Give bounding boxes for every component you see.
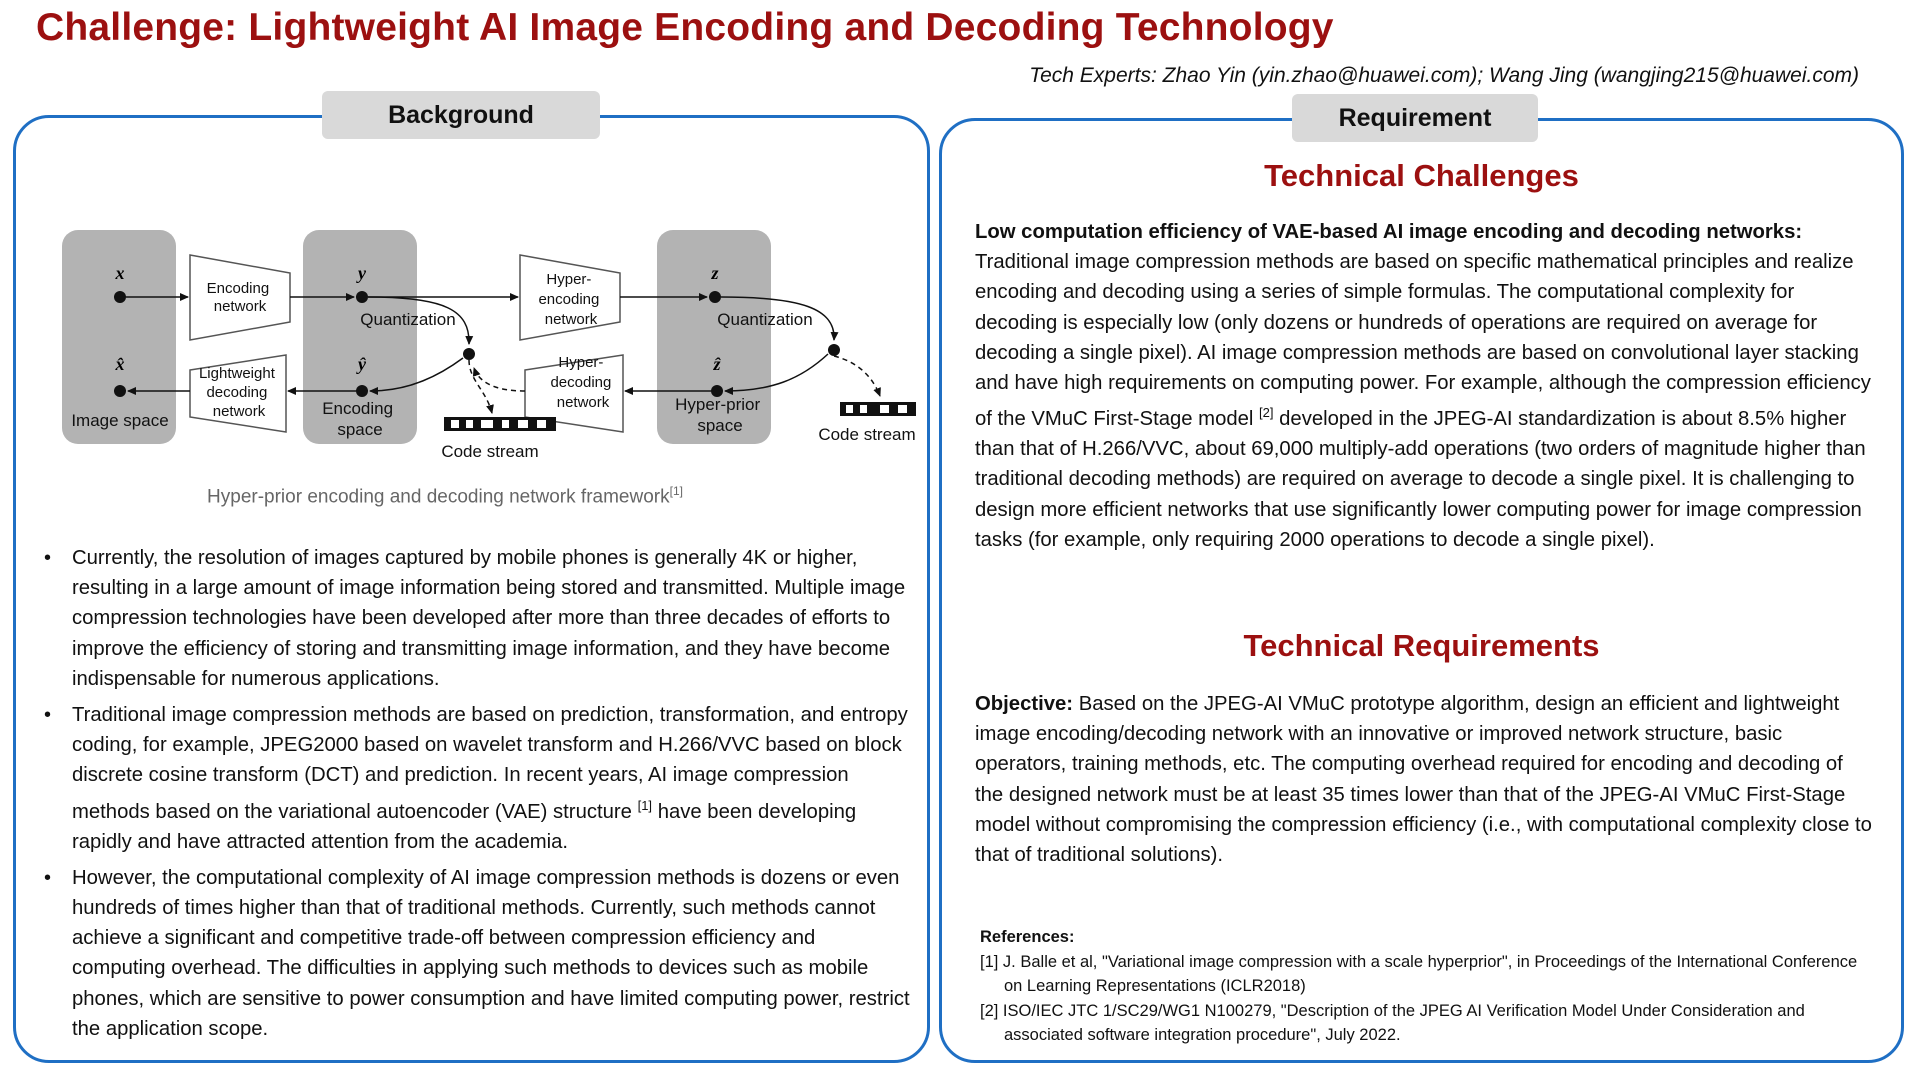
references: References: [1] J. Balle et al, "Variati… <box>980 925 1880 1048</box>
lightweight-decoding-network-shape <box>189 354 287 433</box>
dot-z-hat <box>711 385 723 397</box>
hyper-prior-space-label: Hyper-prior space <box>675 395 765 435</box>
background-bullets: Currently, the resolution of images capt… <box>42 543 912 1050</box>
quantization-label-1: Quantization <box>360 310 455 329</box>
page-title: Challenge: Lightweight AI Image Encoding… <box>36 6 1334 49</box>
caption-text: Hyper-prior encoding and decoding networ… <box>207 486 670 508</box>
dot-x-hat <box>114 385 126 397</box>
code-stream-bar-2 <box>840 402 916 416</box>
bullet-text: Traditional image compression methods ar… <box>72 704 908 823</box>
dot-z <box>709 291 721 303</box>
bullet-text: However, the computational complexity of… <box>72 866 910 1040</box>
reference-item: [2] ISO/IEC JTC 1/SC29/WG1 N100279, "Des… <box>980 1001 1805 1045</box>
challenges-ref: [2] <box>1259 405 1274 421</box>
requirement-label: Requirement <box>1292 94 1538 142</box>
challenges-lead: Low computation efficiency of VAE-based … <box>975 221 1803 243</box>
hyper-decoding-network-shape <box>524 354 624 433</box>
quantization-label-2: Quantization <box>717 310 812 329</box>
dashed-hyperdec-to-quant1 <box>472 367 526 392</box>
arrow-quant-1 <box>367 296 474 345</box>
bullet-text: Currently, the resolution of images capt… <box>72 547 906 690</box>
dot-quant-1 <box>463 348 475 360</box>
code-stream-label-1: Code stream <box>441 442 538 461</box>
var-z: z <box>710 263 718 283</box>
caption-ref: [1] <box>669 484 683 498</box>
technical-challenges-title: Technical Challenges <box>1264 158 1579 193</box>
challenges-paragraph: Low computation efficiency of VAE-based … <box>975 217 1875 555</box>
hyper-decoding-network-label: Hyper- decoding network <box>550 354 615 411</box>
dashed-code-stream-1 <box>468 359 494 414</box>
arrow-quant-2 <box>720 296 839 341</box>
arrow-quant2-to-zhat <box>724 353 829 395</box>
hyper-prior-diagram: x y z x̂ ŷ ẑ Encoding network Hyper- enc… <box>62 230 916 461</box>
bullet-item: Traditional image compression methods ar… <box>42 700 912 857</box>
background-label: Background <box>322 91 600 139</box>
challenges-text-2: developed in the JPEG-AI standardization… <box>975 407 1866 551</box>
dashed-code-stream-2 <box>833 355 881 397</box>
var-y: y <box>356 263 367 283</box>
var-x-hat: x̂ <box>115 354 125 374</box>
reference-item: [1] J. Balle et al, "Variational image c… <box>980 952 1858 996</box>
dot-y <box>356 291 368 303</box>
objective-lead: Objective: <box>975 693 1074 715</box>
dot-y-hat <box>356 385 368 397</box>
bullet-text-tail: have been developing rapidly and have at… <box>72 800 857 853</box>
objective-text: Based on the JPEG-AI VMuC prototype algo… <box>975 693 1872 867</box>
objective-paragraph: Objective: Based on the JPEG-AI VMuC pro… <box>975 689 1875 870</box>
dot-x <box>114 291 126 303</box>
var-z-hat: ẑ <box>712 354 721 374</box>
diagram-caption: Hyper-prior encoding and decoding networ… <box>40 484 850 508</box>
lightweight-decoding-network-label: Lightweight decoding network <box>199 365 279 420</box>
tech-experts: Tech Experts: Zhao Yin (yin.zhao@huawei.… <box>1029 64 1859 87</box>
technical-requirements-title: Technical Requirements <box>1243 628 1600 663</box>
challenges-text-1: Traditional image compression methods ar… <box>975 251 1871 430</box>
bullet-item: Currently, the resolution of images capt… <box>42 543 912 694</box>
var-x: x <box>115 263 125 283</box>
bullet-item: However, the computational complexity of… <box>42 863 912 1044</box>
encoding-network-shape <box>189 254 291 341</box>
var-y-hat: ŷ <box>356 354 367 374</box>
code-stream-bar-1 <box>444 417 556 431</box>
image-space-label: Image space <box>71 411 168 430</box>
dot-quant-2 <box>828 344 840 356</box>
arrow-quant1-to-yhat <box>369 357 464 395</box>
hyper-encoding-network-label: Hyper- encoding network <box>538 271 603 328</box>
bullet-ref: [1] <box>637 797 653 813</box>
hyper-encoding-network-shape <box>519 254 621 341</box>
references-title: References: <box>980 928 1075 946</box>
code-stream-label-2: Code stream <box>818 425 915 444</box>
encoding-space-label: Encoding space <box>322 399 398 439</box>
encoding-network-label: Encoding network <box>207 280 274 315</box>
requirement-panel <box>939 118 1904 1063</box>
